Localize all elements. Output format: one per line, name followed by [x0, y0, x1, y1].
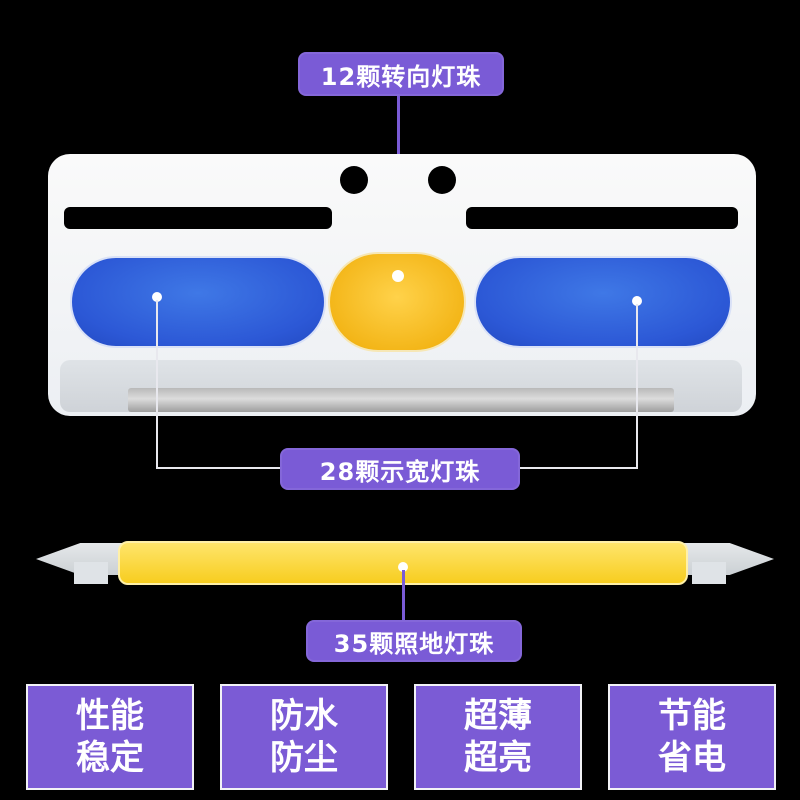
feature-line: 省电 — [658, 738, 726, 778]
ground-strip-end-right — [692, 562, 726, 584]
width-led-left — [70, 256, 326, 348]
width-led-left-line — [156, 300, 158, 468]
feature-line: 防水 — [270, 696, 338, 736]
ground-strip-end-left — [74, 562, 108, 584]
mount-hole-left — [340, 166, 368, 194]
mount-hole-right — [428, 166, 456, 194]
width-led-bracket-right — [520, 467, 638, 469]
feature-line: 稳定 — [76, 738, 144, 778]
width-led-right-line — [636, 304, 638, 468]
metal-rail — [128, 388, 674, 412]
ground-led-callout: 35颗照地灯珠 — [306, 620, 522, 662]
feature-line: 超薄 — [464, 696, 532, 736]
feature-line: 超亮 — [464, 738, 532, 778]
feature-line: 节能 — [658, 696, 726, 736]
feature-line: 防尘 — [270, 738, 338, 778]
width-led-label: 28颗示宽灯珠 — [319, 457, 481, 486]
ground-led-pointer-line — [402, 570, 405, 626]
turn-led-label: 12颗转向灯珠 — [320, 62, 482, 91]
feature-box-energy-saving: 节能 省电 — [608, 684, 776, 790]
feature-box-stable: 性能 稳定 — [26, 684, 194, 790]
turn-led-amber — [328, 252, 466, 352]
ground-led-label: 35颗照地灯珠 — [333, 629, 495, 658]
width-led-callout: 28颗示宽灯珠 — [280, 448, 520, 490]
turn-led-callout: 12颗转向灯珠 — [298, 52, 504, 96]
feature-box-thin-bright: 超薄 超亮 — [414, 684, 582, 790]
ground-led-marker — [398, 562, 408, 572]
slot-right — [466, 207, 738, 229]
slot-left — [64, 207, 332, 229]
turn-led-marker — [392, 270, 404, 282]
width-led-right-marker — [632, 296, 642, 306]
width-led-right — [474, 256, 732, 348]
width-led-left-marker — [152, 292, 162, 302]
width-led-bracket-left — [156, 467, 282, 469]
feature-box-waterproof: 防水 防尘 — [220, 684, 388, 790]
feature-line: 性能 — [76, 696, 144, 736]
